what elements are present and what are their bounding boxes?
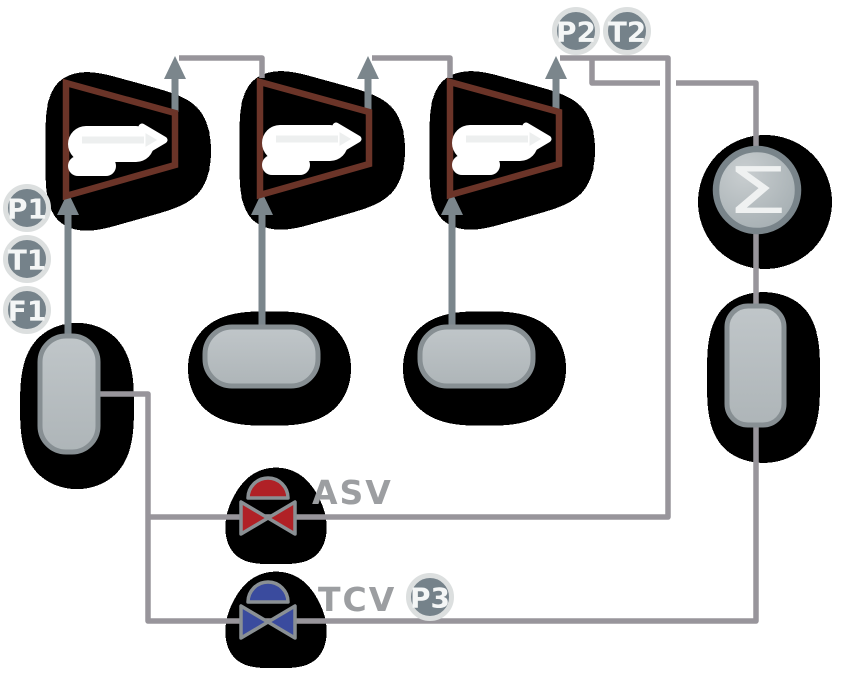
arrow-up-icon <box>164 56 186 79</box>
badge-label: P3 <box>410 582 450 615</box>
compressor-stage-2 <box>260 82 369 195</box>
arrow-up-icon <box>545 56 567 79</box>
badge-label: F1 <box>8 295 47 328</box>
pipe-discharge-branch <box>589 58 660 86</box>
suction-drum-1 <box>40 336 98 452</box>
pipe-tcv-return <box>98 391 759 624</box>
badge-label: T2 <box>608 16 647 49</box>
piping-layer <box>98 55 759 624</box>
arrowhead-layer <box>57 56 567 215</box>
arrow-up-icon <box>57 192 79 215</box>
badge-label: P2 <box>556 16 596 49</box>
pipe-stage1-to-stage2 <box>179 55 265 78</box>
summator-sigma-icon: Σ <box>726 155 788 229</box>
suction-drum-2 <box>205 327 318 386</box>
arrow-up-icon <box>251 192 273 215</box>
arrow-up-icon <box>441 192 463 215</box>
sensor-badge-p3[interactable]: P3 <box>406 573 454 621</box>
arrow-up-icon <box>357 56 379 79</box>
pipe-asv-recycle <box>150 55 671 520</box>
tcv-valve[interactable] <box>239 580 297 640</box>
asv-valve[interactable] <box>239 476 297 536</box>
pipe-stage2-to-stage3 <box>372 55 453 78</box>
suction-drum-3 <box>420 327 533 386</box>
sensor-badge-p1[interactable]: P1 <box>3 184 51 232</box>
compressor-stage-1 <box>66 83 175 196</box>
tcv-label: TCV <box>318 580 396 619</box>
discharge-drum <box>727 306 784 425</box>
stub-layer <box>64 77 560 336</box>
sensor-badge-t1[interactable]: T1 <box>3 235 51 283</box>
sensor-badge-p2[interactable]: P2 <box>552 7 600 55</box>
badge-label: T1 <box>8 244 47 277</box>
compressor-stage-3 <box>450 82 559 195</box>
sensor-badge-t2[interactable]: T2 <box>603 7 651 55</box>
asv-label: ASV <box>312 473 393 512</box>
pipe-to-summator <box>676 80 759 147</box>
sensor-badges: P1 T1 F1 P2 T2 P3 <box>3 7 651 621</box>
badge-label: P1 <box>7 193 47 226</box>
sensor-badge-f1[interactable]: F1 <box>3 286 51 334</box>
